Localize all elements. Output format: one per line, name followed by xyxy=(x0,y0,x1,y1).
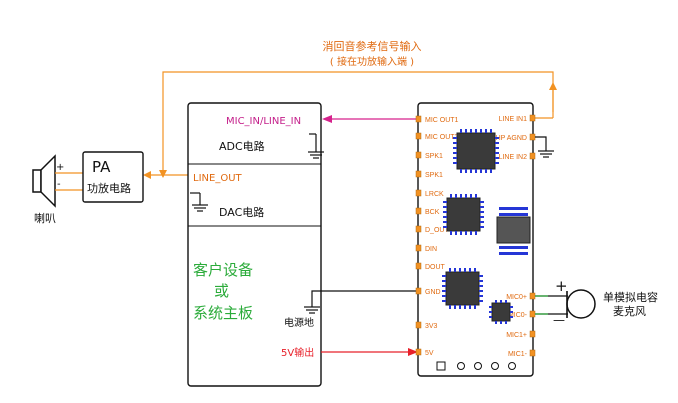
reference-label-2: ( 接在功放输入端 ) xyxy=(330,55,414,68)
pin-label: MIC1- xyxy=(508,351,528,358)
chip-1 xyxy=(453,129,499,173)
mic-label-1: 单模拟电容 xyxy=(603,290,658,304)
adc-label: ADC电路 xyxy=(219,140,265,153)
pin-label: 5V xyxy=(425,350,434,357)
pin-label: BCK xyxy=(425,209,440,216)
power-ground-label: 电源地 xyxy=(284,316,314,329)
module-right-pin-labels: LINE IN1 HP AGND LINE IN2 MIC0+ MIC0- MI… xyxy=(496,116,528,358)
dac-ground-icon xyxy=(190,192,208,212)
mic-out-arrow xyxy=(322,115,332,123)
speaker-label: 喇叭 xyxy=(34,211,56,225)
power-5v-arrow xyxy=(408,348,418,356)
pin-label: MIC OUT2 xyxy=(425,134,459,141)
pin-label: LRCK xyxy=(425,191,444,198)
mic-minus-sign: — xyxy=(553,313,565,327)
host-title-1: 客户设备 xyxy=(193,261,253,279)
pin-label: MIC1+ xyxy=(506,332,527,339)
ground-wire xyxy=(304,290,418,314)
pin-label: GND xyxy=(425,289,441,296)
chip-4-small xyxy=(489,300,513,324)
pin-label: LINE IN1 xyxy=(499,116,528,123)
reference-arrow-to-pa xyxy=(159,170,167,178)
pin-label: MIC OUT1 xyxy=(425,117,459,124)
host-title-2: 或 xyxy=(214,282,229,300)
speaker-minus-sign: - xyxy=(57,179,61,190)
mic-plus-sign: + xyxy=(555,277,568,295)
pin-label: MIC0- xyxy=(508,312,528,319)
pa-title: PA xyxy=(92,158,111,176)
pin-label: LINE IN2 xyxy=(499,154,528,161)
reference-label-1: 消回音参考信号输入 xyxy=(323,39,422,53)
pa-subtitle: 功放电路 xyxy=(87,181,131,195)
reference-arrow-up xyxy=(549,82,557,90)
module-bottom-holes xyxy=(436,361,516,371)
speaker-icon xyxy=(32,154,56,208)
mic-label-2: 麦克风 xyxy=(613,305,646,318)
reference-arrow-to-pa-left xyxy=(143,171,151,179)
chip-2 xyxy=(443,194,484,235)
pin-label: SPK1 xyxy=(425,153,443,160)
adc-ground-icon xyxy=(308,133,324,159)
chip-3 xyxy=(442,268,483,309)
pin-label: D_OUT xyxy=(425,227,449,234)
line-out-label: LINE_OUT xyxy=(193,173,243,184)
pin-label: HP AGND xyxy=(496,135,527,142)
hp-agnd-ground-icon xyxy=(535,136,554,158)
mic-wire-accents xyxy=(535,295,548,315)
host-device-box xyxy=(187,102,322,387)
microphone-icon xyxy=(566,289,596,319)
stripe-component xyxy=(496,207,531,255)
host-title-3: 系统主板 xyxy=(193,304,253,322)
pin-label: 3V3 xyxy=(425,323,438,330)
module-left-pin-labels: MIC OUT1 MIC OUT2 SPK1 SPK1 LRCK BCK D_O… xyxy=(425,117,459,357)
mic-in-label: MIC_IN/LINE_IN xyxy=(226,116,301,127)
mic-wires xyxy=(535,295,568,315)
module-left-pins xyxy=(415,115,422,356)
pin-label: DIN xyxy=(425,246,437,253)
pin-label: MIC0+ xyxy=(506,294,527,301)
pin-label: DOUT xyxy=(425,264,446,271)
module-right-pins xyxy=(529,114,536,357)
dac-label: DAC电路 xyxy=(219,206,264,219)
pin-label: SPK1 xyxy=(425,172,443,179)
power-5v-label: 5V输出 xyxy=(281,346,314,359)
speaker-plus-sign: + xyxy=(56,162,64,173)
pa-box xyxy=(82,151,144,203)
